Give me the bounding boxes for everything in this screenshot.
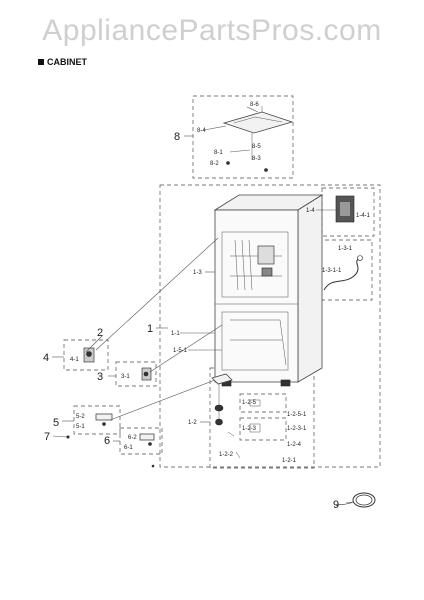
- leader-lines: [52, 106, 354, 504]
- label-9: 9: [333, 499, 339, 511]
- label-8-6: 8-6: [250, 102, 259, 108]
- label-3: 3: [97, 371, 103, 383]
- label-1-3-1-1: 1-3-1-1: [322, 268, 342, 274]
- wire-harness-part: [323, 255, 363, 291]
- group-box-1-2-3: [239, 417, 287, 441]
- hinge-part-4: [83, 347, 95, 363]
- top-plate-part: [222, 106, 294, 172]
- label-8-2: 8-2: [210, 161, 219, 167]
- label-1-2-5: 1-2-5: [242, 400, 257, 406]
- control-panel-part: [335, 195, 355, 223]
- label-2: 2: [97, 327, 103, 339]
- label-1-5-1: 1-5-1: [173, 348, 188, 354]
- hinge-part-3: [141, 367, 152, 381]
- leveling-leg-parts: [211, 373, 261, 459]
- water-line-coil-part: [335, 492, 376, 508]
- label-6: 6: [104, 435, 110, 447]
- group-box-8: [192, 95, 294, 179]
- label-1-2-2: 1-2-2: [219, 452, 234, 458]
- label-1-3: 1-3: [193, 270, 202, 276]
- section-marker: [38, 59, 44, 65]
- group-box-1: [159, 184, 381, 468]
- label-4: 4: [43, 352, 49, 364]
- label-5-2: 5-2: [76, 414, 85, 420]
- watermark: AppliancePartsPros.com: [42, 14, 382, 47]
- screw-part-extra: [151, 464, 155, 468]
- section-title: CABINET: [38, 57, 87, 67]
- hinge-part-6: [139, 433, 155, 446]
- label-8-4: 8-4: [197, 128, 206, 134]
- label-1-4: 1-4: [306, 208, 315, 214]
- label-1-2: 1-2: [188, 420, 197, 426]
- group-box-5: [73, 405, 121, 435]
- label-1-2-1: 1-2-1: [282, 458, 297, 464]
- label-4-1: 4-1: [70, 357, 79, 363]
- label-1-4-1: 1-4-1: [356, 213, 371, 219]
- label-1-2-4: 1-2-4: [287, 442, 302, 448]
- screw-part-7: [66, 435, 70, 439]
- group-box-4: [63, 339, 109, 371]
- section-title-text: CABINET: [47, 57, 87, 67]
- label-1-3-1: 1-3-1: [338, 246, 353, 252]
- label-1-2-3: 1-2-3: [242, 426, 257, 432]
- hinge-part-5: [95, 413, 113, 426]
- label-6-2: 6-2: [128, 435, 137, 441]
- label-8-3: 8-3: [252, 156, 261, 162]
- group-box-1-2-5: [239, 393, 287, 413]
- label-6-1: 6-1: [124, 445, 133, 451]
- label-8: 8: [174, 131, 180, 143]
- label-7: 7: [44, 431, 50, 443]
- label-8-1: 8-1: [214, 150, 223, 156]
- label-5: 5: [53, 417, 59, 429]
- refrigerator-cabinet-part: [213, 194, 324, 387]
- label-1-2-3-1: 1-2-3-1: [287, 426, 307, 432]
- label-3-1: 3-1: [121, 374, 130, 380]
- label-1: 1: [147, 323, 153, 335]
- label-8-5: 8-5: [252, 144, 261, 150]
- label-1-2-5-1: 1-2-5-1: [287, 412, 307, 418]
- group-box-3: [115, 361, 157, 387]
- label-5-1: 5-1: [76, 424, 85, 430]
- label-1-1: 1-1: [171, 331, 180, 337]
